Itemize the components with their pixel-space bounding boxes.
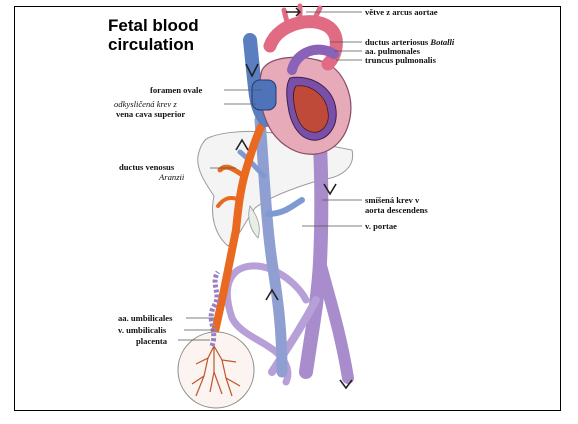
label-ductus-venosus: ductus venosus bbox=[119, 162, 174, 172]
label-aa-umbilicales: aa. umbilicales bbox=[118, 313, 172, 323]
label-smisena-krev: smíšená krev v bbox=[365, 195, 419, 205]
title-line-2: circulation bbox=[108, 35, 199, 54]
label-aranzii: Aranzii bbox=[159, 172, 184, 182]
title-line-1: Fetal blood bbox=[108, 16, 199, 35]
label-foramen-ovale: foramen ovale bbox=[150, 85, 202, 95]
label-aorta-descendens: aorta descendens bbox=[365, 205, 428, 215]
label-vena-cava-superior: vena cava superior bbox=[116, 109, 185, 119]
label-placenta: placenta bbox=[136, 336, 167, 346]
label-truncus-pulmonalis: truncus pulmonalis bbox=[365, 55, 436, 65]
iliac-artery-right bbox=[320, 262, 348, 378]
slide-title: Fetal blood circulation bbox=[108, 16, 199, 54]
flow-arrow-right bbox=[286, 8, 300, 16]
label-vetve: větve z arcus aortae bbox=[365, 7, 438, 17]
right-atrium bbox=[252, 80, 276, 110]
label-v-portae: v. portae bbox=[365, 221, 397, 231]
gallbladder-shape bbox=[249, 206, 260, 238]
label-botalli: Botalli bbox=[430, 37, 454, 47]
label-v-umbilicalis: v. umbilicalis bbox=[118, 325, 166, 335]
portal-vein bbox=[268, 200, 302, 214]
label-odkyslicena: odkysličená krev z bbox=[114, 99, 177, 109]
placenta-disc bbox=[178, 332, 254, 408]
